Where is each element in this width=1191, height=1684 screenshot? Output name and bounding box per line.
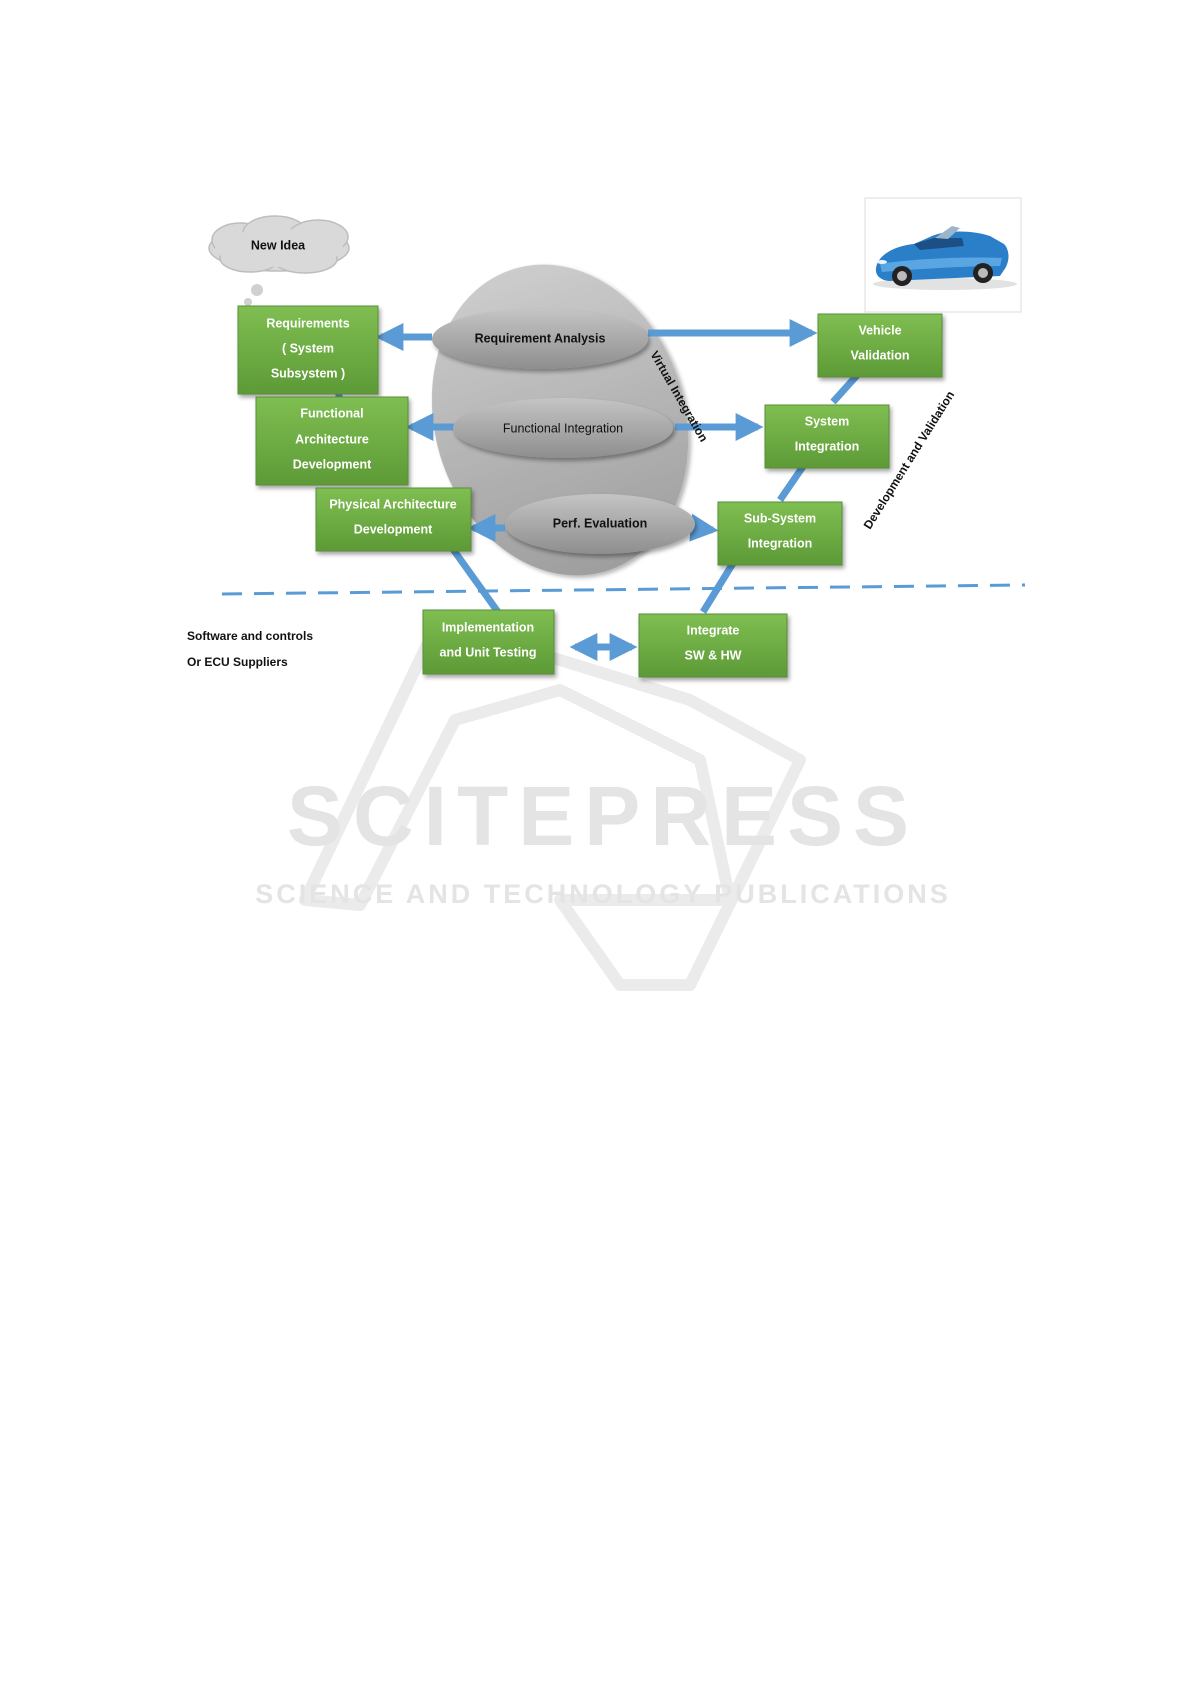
subsystem-integration-line-2: Integration: [748, 536, 813, 550]
requirement-analysis-label: Requirement Analysis: [475, 331, 606, 345]
system-integration-line-2: Integration: [795, 439, 860, 453]
arrow-to-subsystem-integration: [689, 513, 719, 542]
perf-evaluation-label: Perf. Evaluation: [553, 516, 647, 530]
functional-architecture-line-1: Functional: [300, 406, 363, 420]
connector-phys-impl: [447, 542, 501, 615]
box-integrate-sw-hw: Integrate SW & HW: [638, 613, 788, 678]
physical-architecture-line-2: Development: [354, 522, 433, 536]
functional-integration-label: Functional Integration: [503, 421, 623, 435]
connector-subsys-system: [777, 463, 807, 502]
process-arrows: [375, 319, 818, 661]
functional-architecture-line-3: Development: [293, 457, 372, 471]
supplier-boundary-line: [221, 583, 1026, 596]
physical-architecture-line-1: Physical Architecture: [329, 497, 456, 511]
watermark: SCITEPRESS SCIENCE AND TECHNOLOGY PUBLIC…: [255, 622, 951, 991]
blue-convertible-car-icon: [873, 226, 1017, 290]
watermark-subtitle: SCIENCE AND TECHNOLOGY PUBLICATIONS: [255, 879, 951, 909]
box-physical-architecture: Physical Architecture Development: [315, 487, 472, 552]
v-connectors: [335, 369, 863, 615]
integrate-line-1: Integrate: [687, 623, 740, 637]
thought-bubble-dot: [244, 298, 252, 306]
requirements-line-2: ( System: [282, 341, 334, 355]
ellipse-perf-evaluation: Perf. Evaluation: [505, 494, 695, 554]
box-subsystem-integration: Sub-System Integration: [717, 501, 843, 566]
requirements-line-3: Subsystem ): [271, 366, 345, 380]
new-idea-label: New Idea: [251, 238, 306, 252]
implementation-line-2: and Unit Testing: [440, 645, 537, 659]
system-integration-line-1: System: [805, 414, 849, 428]
new-idea-cloud: New Idea: [208, 215, 350, 306]
vehicle-validation-line-2: Validation: [850, 348, 909, 362]
connector-integrate-subsys: [700, 558, 738, 614]
subsystem-integration-line-1: Sub-System: [744, 511, 816, 525]
ellipse-requirement-analysis: Requirement Analysis: [432, 309, 648, 369]
suppliers-label-line-2: Or ECU Suppliers: [187, 655, 288, 669]
integrate-line-2: SW & HW: [685, 648, 742, 662]
vehicle-validation-line-1: Vehicle: [858, 323, 901, 337]
watermark-title: SCITEPRESS: [287, 769, 919, 863]
box-functional-architecture: Functional Architecture Development: [255, 396, 409, 486]
implementation-line-1: Implementation: [442, 620, 534, 634]
watermark-book-icon: [299, 622, 806, 991]
suppliers-label-line-1: Software and controls: [187, 629, 313, 643]
functional-architecture-line-2: Architecture: [295, 432, 369, 446]
box-system-integration: System Integration: [764, 404, 890, 469]
box-vehicle-validation: Vehicle Validation: [817, 313, 943, 378]
requirements-line-1: Requirements: [266, 316, 349, 330]
ellipse-functional-integration: Functional Integration: [453, 398, 673, 458]
thought-bubble-dot: [251, 284, 263, 296]
box-implementation: Implementation and Unit Testing: [422, 609, 555, 675]
box-requirements: Requirements ( System Subsystem ): [237, 305, 379, 395]
car-picture: [864, 197, 1022, 313]
